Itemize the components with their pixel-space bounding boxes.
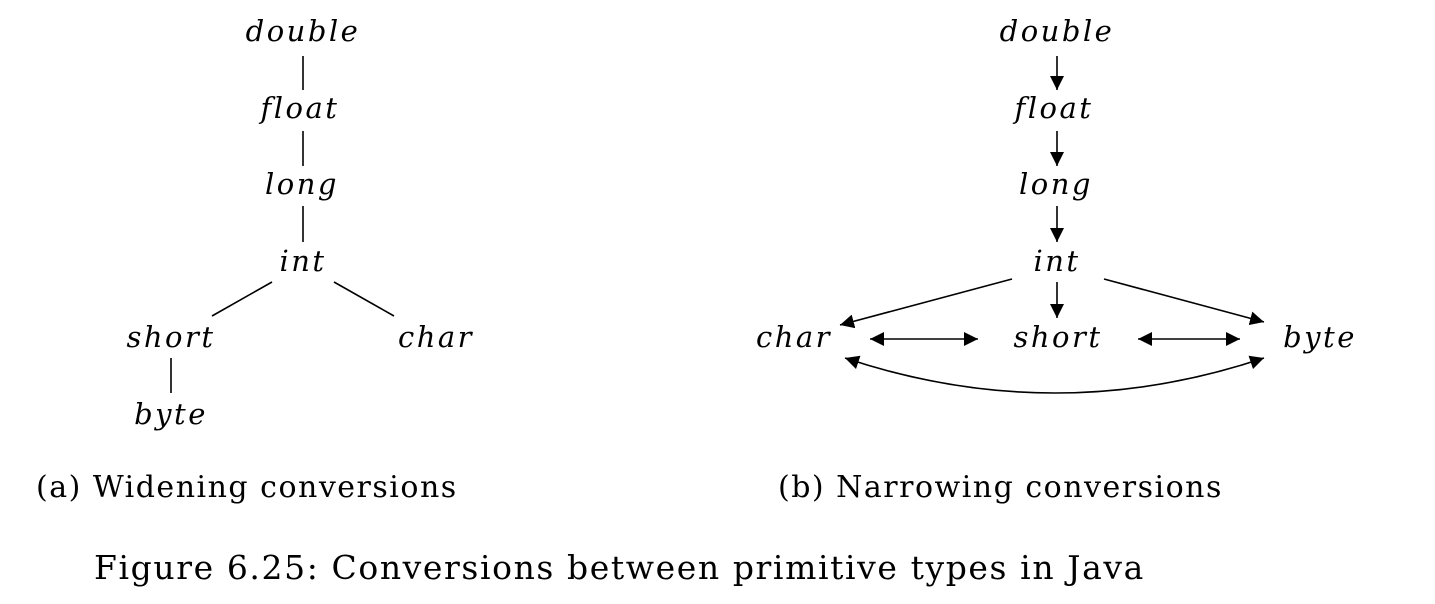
figure-caption: Figure 6.25: Conversions between primiti… [94,548,1145,587]
caption-widening: (a) Widening conversions [36,470,458,505]
widening-diagram: double float long int short char byte [126,14,474,431]
edge-int-char [333,281,395,317]
node-char: char [756,320,832,354]
node-byte: byte [134,397,208,431]
node-float: float [1013,91,1094,125]
arrow-int-char [839,278,1013,329]
caption-narrowing: (b) Narrowing conversions [778,470,1223,505]
node-long: long [1019,167,1093,201]
node-short: short [1013,320,1102,354]
narrowing-diagram: double float long int char short byte [756,14,1357,394]
edge-int-short [211,281,273,317]
node-char: char [398,320,474,354]
node-float: float [259,91,340,125]
node-byte: byte [1283,320,1357,354]
node-int: int [1033,244,1080,278]
node-double: double [1000,14,1115,48]
node-short: short [126,320,215,354]
arrow-char-byte [844,355,1265,394]
node-int: int [279,244,326,278]
arrow-int-byte [1103,278,1265,326]
node-double: double [246,14,361,48]
node-long: long [265,167,339,201]
